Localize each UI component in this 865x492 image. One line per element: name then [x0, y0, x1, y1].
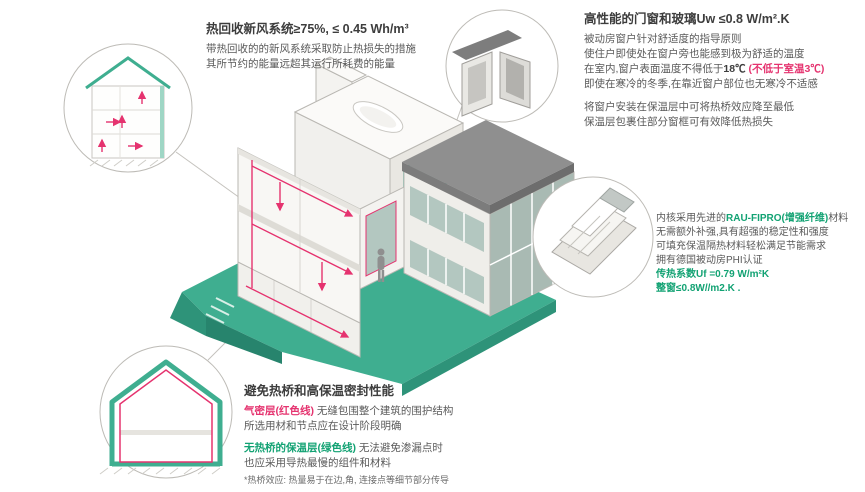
windows-section: 高性能的门窗和玻璃Uw ≤0.8 W/m².K 被动房窗户针对舒适度的指导原则 …	[584, 12, 862, 130]
profile-window-u-value: 整窗≤0.8W//m2.K .	[656, 283, 741, 294]
ground-hatch	[89, 159, 159, 167]
ventilation-ducts	[245, 160, 354, 338]
thermal-line-1-text: 无缝包围整个建筑的围护结构	[314, 405, 454, 417]
profile-line-1-suffix: 材料	[828, 213, 849, 224]
house-illustration	[170, 56, 575, 396]
ventilation-line-2: 其所节约的能量远超其运行所耗费的能量	[206, 58, 395, 70]
ventilation-title: 热回收新风系统≥75%, ≤ 0.45 Wh/m³	[206, 22, 409, 36]
flat-roof	[402, 120, 574, 214]
profile-line-2: 无需额外补强,具有超强的稳定性和强度	[656, 227, 829, 238]
thermal-line-3: 无热桥的保温层(绿色线) 无法避免渗漏点时	[244, 441, 554, 456]
profile-chambers	[567, 215, 611, 255]
windows-line-3: 在室内,窗户表面温度不得低于18℃ (不低于室温3℃)	[584, 62, 862, 77]
windows-line-2: 使住户即使处在窗户旁也能感到极为舒适的温度	[584, 48, 805, 60]
ventilation-section-circle	[63, 43, 193, 173]
garden-steps	[205, 297, 235, 324]
thermal-line-2: 所选用材和节点应在设计阶段明确	[244, 419, 402, 432]
thermal-line-1: 气密层(红色线) 无缝包围整个建筑的围护结构	[244, 404, 554, 419]
airtight-door	[365, 200, 397, 277]
profile-line-1-prefix: 内核采用先进的	[656, 213, 726, 224]
airtight-layer-label: 气密层(红色线)	[244, 405, 314, 417]
profile-line-3: 可填充保温隔热材料轻松满足节能需求	[656, 241, 826, 252]
person-figure	[377, 248, 385, 282]
thermal-footnote: *热桥效应: 热量易于在边,角, 连接点等细节部分传导	[244, 475, 450, 485]
thermal-envelope-circle	[99, 345, 233, 479]
windows-line-3-temp: 18℃	[723, 63, 746, 75]
profile-u-value: 传热系数Uf =0.79 W/m²K	[656, 269, 770, 280]
windows-title: 高性能的门窗和玻璃Uw ≤0.8 W/m².K	[584, 12, 790, 26]
windows-line-3-note: (不低于室温3℃)	[745, 63, 825, 75]
airtight-red-line	[119, 369, 213, 463]
window-corner-circle	[445, 9, 559, 123]
thermal-section: 避免热桥和高保温密封性能 气密层(红色线) 无缝包围整个建筑的围护结构 所选用材…	[244, 384, 554, 486]
thermal-line-3-text: 无法避免渗漏点时	[356, 442, 443, 454]
profile-line-1: 内核采用先进的RAU-FIPRO(增强纤维)材料	[656, 212, 864, 226]
windows-line-1: 被动房窗户针对舒适度的指导原则	[584, 33, 742, 45]
window-profile-circle	[532, 176, 654, 298]
thermal-title: 避免热桥和高保温密封性能	[244, 384, 395, 398]
ground-floor-entry	[359, 186, 405, 290]
windows-line-6: 保温层包裹住部分窗框可有效降低热损失	[584, 116, 773, 128]
insulation-green-line	[109, 359, 223, 466]
windows-line-3-prefix: 在室内,窗户表面温度不得低于	[584, 63, 724, 75]
ground-hatch	[99, 467, 221, 475]
section-cut-face	[237, 147, 361, 324]
profile-line-4: 拥有德国被动房PHI认证	[656, 255, 763, 266]
ventilation-section: 热回收新风系统≥75%, ≤ 0.45 Wh/m³ 带热回收的的新风系统采取防止…	[206, 22, 486, 72]
profile-section: 内核采用先进的RAU-FIPRO(增强纤维)材料 无需额外补强,具有超强的稳定性…	[656, 212, 864, 296]
bathtub	[352, 101, 404, 133]
airflow-arrows	[97, 90, 147, 152]
windows-line-5: 将窗户安装在保温层中可将热桥效应降至最低	[584, 101, 794, 113]
windows-line-4: 即使在寒冷的冬季,在靠近窗户部位也无寒冷不适感	[584, 78, 818, 90]
insulation-layer-label: 无热桥的保温层(绿色线)	[244, 442, 356, 454]
ventilation-line-1: 带热回收的的新风系统采取防止热损失的措施	[206, 43, 416, 55]
profile-brand: RAU-FIPRO(增强纤维)	[726, 213, 829, 224]
thermal-line-4: 也应采用导热最慢的组件和材料	[244, 456, 391, 469]
